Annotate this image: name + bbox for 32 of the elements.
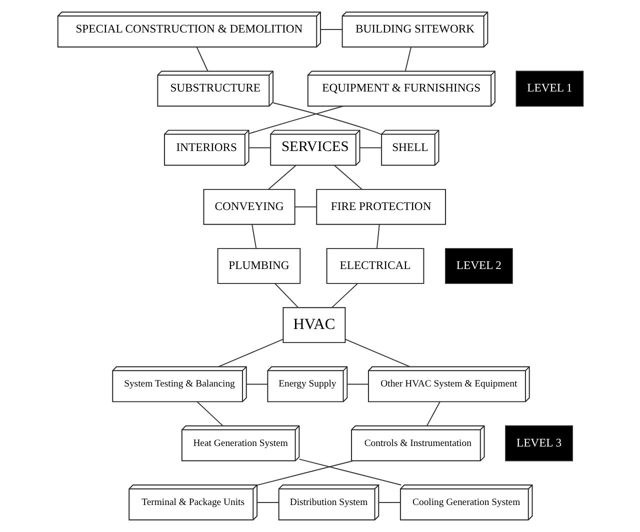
node-box: LEVEL 2 — [444, 248, 512, 284]
connector — [426, 401, 440, 426]
connector — [378, 502, 400, 503]
connector — [251, 224, 256, 249]
connector — [248, 106, 344, 134]
node-box: ELECTRICAL — [326, 248, 424, 284]
node-box: FIRE PROTECTION — [316, 188, 446, 225]
connector — [268, 164, 296, 190]
connector — [320, 29, 342, 30]
node-box: LEVEL 1 — [515, 70, 584, 107]
connector — [331, 283, 358, 308]
connector — [248, 147, 270, 148]
node-box: LEVEL 3 — [504, 425, 572, 462]
connector — [359, 147, 382, 148]
node-box: HVAC — [282, 307, 346, 344]
connector — [196, 401, 223, 426]
connector — [245, 384, 268, 385]
node-box: PLUMBING — [216, 248, 300, 284]
connector — [298, 458, 402, 486]
connector — [376, 224, 380, 249]
connector — [196, 46, 208, 72]
connector — [256, 502, 279, 503]
node-box: CONVEYING — [202, 188, 295, 225]
connector — [294, 206, 316, 208]
connector — [218, 338, 283, 368]
connector — [404, 46, 412, 72]
connector — [346, 384, 368, 385]
connector — [274, 283, 298, 308]
connector — [272, 102, 382, 135]
connector — [333, 164, 362, 190]
connector — [256, 460, 353, 486]
connector — [344, 338, 410, 368]
